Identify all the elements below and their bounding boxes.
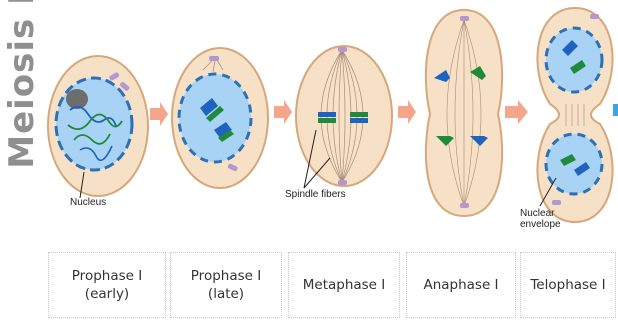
arrow-4 bbox=[505, 100, 528, 124]
nucleus-label: Nucleus bbox=[70, 197, 106, 208]
cell-prophase-early bbox=[48, 56, 148, 198]
section-title: Meiosis I bbox=[2, 0, 42, 190]
cell-metaphase bbox=[296, 46, 392, 188]
arrow-3 bbox=[398, 100, 416, 124]
phase-label-prophase-early: Prophase I (early) bbox=[48, 252, 166, 318]
phase-label-metaphase: Metaphase I bbox=[288, 252, 400, 318]
arrow-1 bbox=[150, 102, 168, 126]
phase-label-prophase-late: Prophase I (late) bbox=[170, 252, 282, 318]
phase-label-anaphase: Anaphase I bbox=[406, 252, 516, 318]
phase-label-telophase: Telophase I bbox=[520, 252, 616, 318]
cell-telophase bbox=[537, 8, 618, 222]
spindle-fibers-label: Spindle fibers bbox=[285, 189, 346, 200]
cell-anaphase bbox=[426, 10, 502, 216]
arrow-2 bbox=[274, 100, 292, 124]
cell-prophase-late bbox=[172, 48, 268, 188]
nuclear-envelope-label: Nuclear envelope bbox=[520, 208, 561, 230]
